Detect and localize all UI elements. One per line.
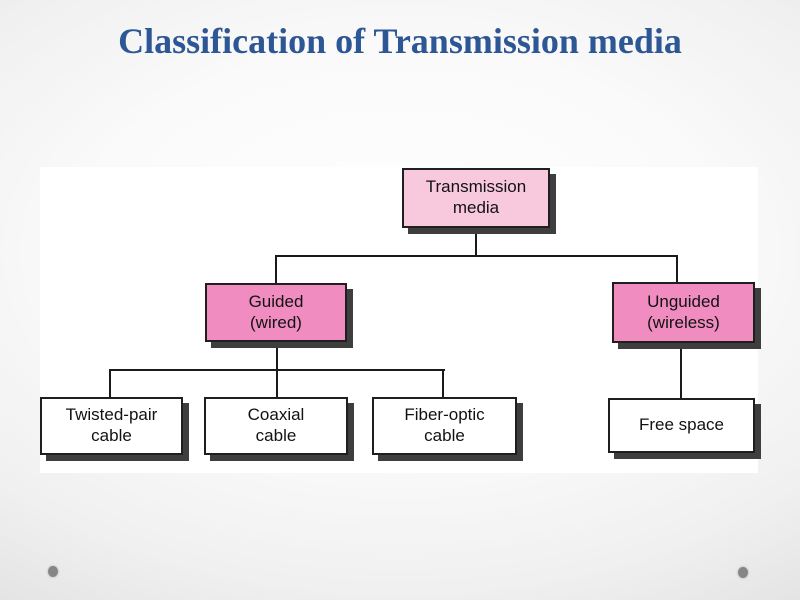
- node-fiber-optic-cable: Fiber-optic cable: [372, 397, 517, 455]
- diagram-panel: Transmission media Guided (wired) Unguid…: [40, 167, 758, 473]
- connector-guided-down: [276, 342, 278, 371]
- connector-to-fiber-optic: [442, 369, 444, 398]
- footer-dot-left: [48, 566, 58, 577]
- footer-dot-right: [738, 567, 748, 578]
- connector-root-down: [475, 228, 477, 257]
- connector-to-unguided: [676, 255, 678, 283]
- node-transmission-media: Transmission media: [402, 168, 550, 228]
- node-coaxial-cable: Coaxial cable: [204, 397, 348, 455]
- node-guided-wired: Guided (wired): [205, 283, 347, 342]
- connector-to-coaxial: [276, 369, 278, 398]
- slide-title: Classification of Transmission media: [118, 21, 682, 61]
- connector-level2-horizontal: [275, 255, 678, 257]
- connector-to-twisted-pair: [109, 369, 111, 398]
- node-twisted-pair-cable: Twisted-pair cable: [40, 397, 183, 455]
- node-free-space: Free space: [608, 398, 755, 453]
- node-unguided-wireless: Unguided (wireless): [612, 282, 755, 343]
- connector-unguided-down: [680, 343, 682, 399]
- connector-to-guided: [275, 255, 277, 284]
